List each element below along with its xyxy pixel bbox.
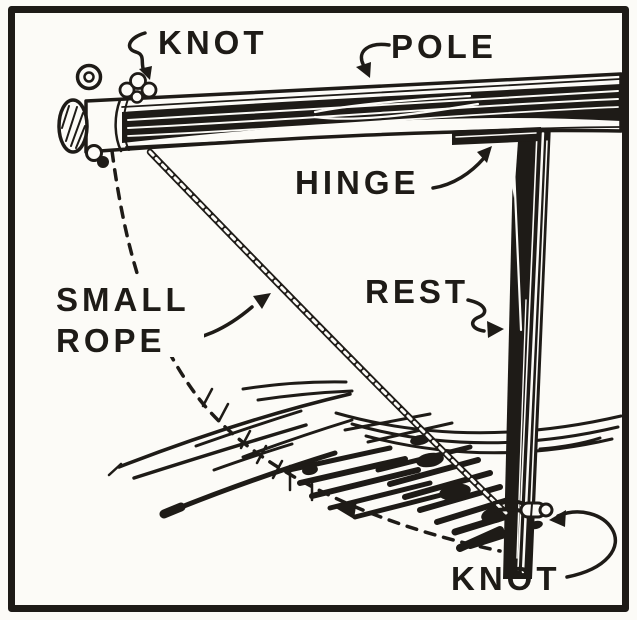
label-hinge: HINGE (295, 164, 420, 201)
top-knot-drawing (118, 72, 158, 104)
small-rope-drawing (146, 148, 510, 517)
pole-end-lug (85, 144, 103, 162)
label-knot-top: KNOT (158, 24, 268, 61)
label-small-rope-2: ROPE (56, 322, 166, 359)
knot-top-arrow (127, 31, 152, 80)
label-pole: POLE (391, 28, 497, 65)
pole-arrow (356, 42, 391, 78)
rest-post (503, 124, 551, 579)
hinge-strap (452, 127, 541, 145)
pole-end-lug-dark (97, 156, 109, 168)
label-rest: REST (365, 273, 469, 310)
post-grain-notch (505, 141, 518, 198)
swing-path-dashed-arc (110, 149, 502, 553)
rest-arrow (466, 298, 504, 338)
hinge-arrow (431, 146, 492, 190)
ring-hole (83, 71, 95, 83)
label-knot-bottom: KNOT (451, 560, 561, 597)
pole-drawing (57, 63, 623, 168)
label-small-rope-1: SMALL (56, 281, 190, 318)
swing-direction-arrowhead (334, 500, 357, 519)
frame-border (8, 6, 629, 612)
knot-bottom-arrow (549, 510, 618, 579)
bottom-knot-drawing (491, 498, 554, 530)
label-backdrop (50, 279, 204, 357)
